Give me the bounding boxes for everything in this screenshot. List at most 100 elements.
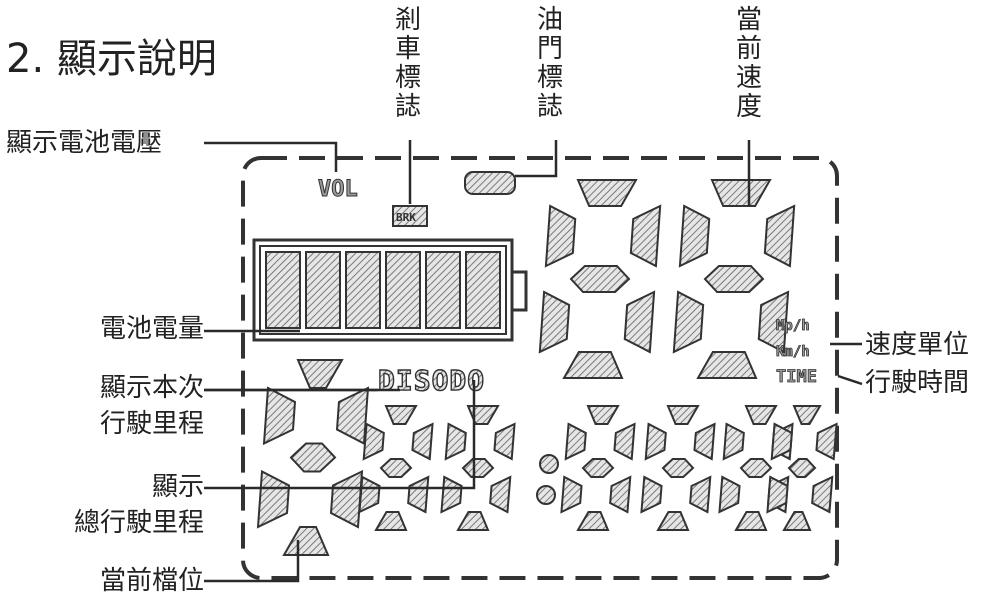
battery-cell bbox=[345, 251, 381, 329]
lcd-segment bbox=[379, 458, 413, 478]
lcd-segment bbox=[296, 359, 344, 389]
lcd-segment bbox=[815, 422, 838, 461]
lcd-segment bbox=[609, 475, 632, 514]
lcd-segment bbox=[576, 179, 638, 207]
lcd-segment bbox=[456, 511, 490, 531]
lcd-segment bbox=[493, 422, 516, 461]
lcd-segment bbox=[374, 511, 408, 531]
lcd-segment bbox=[329, 469, 364, 529]
leader-ride-time bbox=[837, 374, 863, 386]
lcd-segment bbox=[544, 204, 577, 268]
lcd-segment bbox=[792, 405, 822, 425]
lcd-segment bbox=[629, 204, 662, 268]
battery-cell bbox=[305, 251, 341, 329]
brake-indicator-label: 剎車標誌 bbox=[394, 5, 421, 122]
lcd-segment bbox=[289, 442, 337, 473]
leader-throttle bbox=[515, 140, 558, 178]
lcd-segment bbox=[466, 405, 500, 425]
lcd-segment bbox=[538, 290, 571, 354]
lcd-segment bbox=[710, 179, 772, 207]
odometer-digits bbox=[358, 405, 838, 531]
svg-text:BRK: BRK bbox=[396, 211, 416, 224]
leader-gear bbox=[204, 540, 300, 583]
battery-cell bbox=[385, 251, 421, 329]
lcd-segment bbox=[734, 511, 768, 531]
kmh-indicator: Km/h bbox=[776, 344, 810, 360]
lcd-segment bbox=[770, 422, 793, 461]
lcd-segment bbox=[757, 290, 790, 354]
lcd-segment bbox=[696, 351, 758, 379]
lcd-segment bbox=[362, 422, 385, 461]
ride-time-label: 行駛時間 bbox=[865, 368, 970, 398]
lcd-segment bbox=[569, 265, 631, 293]
lcd-segment bbox=[384, 405, 418, 425]
lcd-segment bbox=[644, 422, 667, 461]
lcd-segment bbox=[440, 475, 463, 514]
speed-unit-label: 速度單位 bbox=[865, 330, 970, 360]
lcd-segment bbox=[358, 475, 381, 514]
leader-odometer bbox=[204, 380, 476, 490]
lcd-segment bbox=[666, 405, 700, 425]
lcd-segment bbox=[678, 204, 711, 268]
odometer-label-2: 總行駛里程 bbox=[73, 508, 204, 538]
lcd-segment bbox=[766, 475, 789, 514]
lcd-frame bbox=[241, 156, 839, 580]
lcd-segment bbox=[689, 475, 712, 514]
lcd-segment bbox=[722, 422, 745, 461]
odometer-label-1: 顯示 bbox=[151, 472, 204, 502]
battery-cell bbox=[265, 251, 301, 329]
lcd-segment bbox=[623, 290, 656, 354]
lcd-segment bbox=[461, 458, 495, 478]
lcd-segment bbox=[763, 204, 796, 268]
current-gear-label: 當前檔位 bbox=[99, 566, 204, 596]
battery-level-label: 電池電量 bbox=[99, 314, 204, 344]
lcd-segment bbox=[581, 458, 615, 478]
lcd-segment bbox=[407, 475, 430, 514]
dist-odo-indicator: DISODO bbox=[378, 364, 485, 397]
lcd-segment bbox=[262, 386, 297, 446]
page-title: 2. 顯示說明 bbox=[6, 36, 217, 82]
lcd-segment bbox=[782, 511, 812, 531]
time-indicator: TIME bbox=[776, 367, 817, 387]
mph-indicator: Mp/h bbox=[776, 318, 810, 334]
lcd-segment bbox=[613, 422, 636, 461]
lcd-segment bbox=[560, 475, 583, 514]
lcd-segment bbox=[718, 475, 741, 514]
lcd-segment bbox=[562, 351, 624, 379]
lcd-segment bbox=[640, 475, 663, 514]
trip-distance-label-1: 顯示本次 bbox=[99, 373, 204, 403]
trip-distance-label-2: 行駛里程 bbox=[99, 409, 204, 439]
lcd-segment bbox=[739, 458, 773, 478]
lcd-segment bbox=[335, 386, 370, 446]
odometer-colon-top bbox=[539, 454, 559, 474]
lcd-segment bbox=[672, 290, 705, 354]
battery-voltage-label: 顯示電池電壓 bbox=[6, 128, 163, 158]
gear-digit bbox=[256, 359, 370, 556]
lcd-segment bbox=[811, 475, 834, 514]
lcd-segment bbox=[444, 422, 467, 461]
lcd-segment bbox=[661, 458, 695, 478]
throttle-icon bbox=[464, 171, 516, 195]
lcd-segment bbox=[787, 458, 817, 478]
throttle-indicator-label: 油門標誌 bbox=[536, 5, 563, 122]
battery-cell bbox=[465, 251, 501, 329]
lcd-segment bbox=[656, 511, 690, 531]
lcd-segment bbox=[693, 422, 716, 461]
brake-icon: BRK bbox=[392, 205, 428, 227]
lcd-segment bbox=[411, 422, 434, 461]
lcd-segment bbox=[282, 526, 330, 556]
lcd-segment bbox=[564, 422, 587, 461]
lcd-segment bbox=[744, 405, 778, 425]
leader-battery-voltage bbox=[204, 141, 338, 172]
lcd-segment bbox=[489, 475, 512, 514]
vol-indicator: VOL bbox=[318, 177, 358, 202]
current-speed-label: 當前速度 bbox=[735, 5, 762, 122]
lcd-segment bbox=[586, 405, 620, 425]
lcd-segment bbox=[703, 265, 765, 293]
battery-cell bbox=[425, 251, 461, 329]
lcd-segment bbox=[256, 469, 291, 529]
odometer-colon-bottom bbox=[536, 485, 556, 505]
lcd-segment bbox=[576, 511, 610, 531]
speed-digits bbox=[538, 179, 796, 379]
